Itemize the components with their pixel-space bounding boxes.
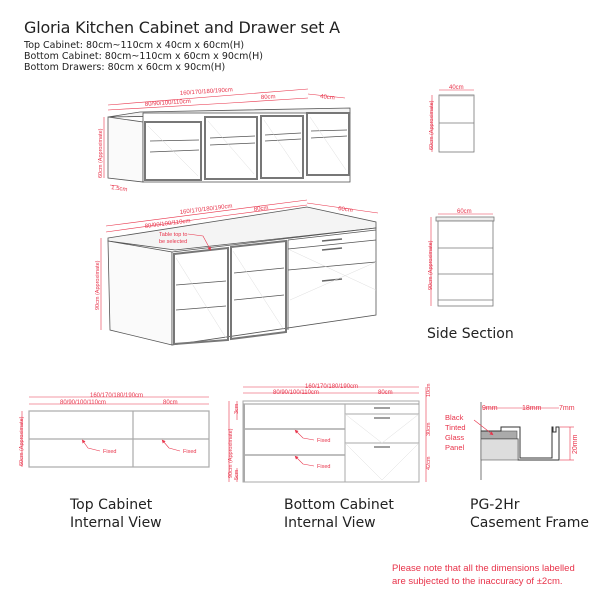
top-side-dims (431, 89, 474, 152)
top-internal-caption-1: Top Cabinet (70, 497, 153, 513)
top-3d-height: 60cm (Approximate) (98, 128, 104, 178)
fixed-arrow-icon (294, 429, 315, 441)
bottom-internal-left-width: 80/90/100/110cm (273, 390, 319, 396)
top-3d-left-width: 80/90/100/110cm (145, 99, 191, 108)
bottom-internal-caption-2: Internal View (284, 515, 376, 531)
spec-top-cabinet: Top Cabinet: 80cm~110cm x 40cm x 60cm(H) (24, 40, 245, 51)
top-cabinet-3d-dims (103, 88, 346, 187)
bottom-cabinet-3d (107, 206, 377, 346)
fixed-arrow-icon (81, 439, 101, 452)
bottom-internal-right-width: 80cm (378, 390, 393, 396)
casement-frame-profile (480, 402, 560, 480)
frame-dim-20mm: 20mm (572, 434, 579, 454)
bottom-internal-fixed-label-2: Fixed (317, 464, 330, 470)
top-3d-right-width: 80cm (261, 94, 276, 101)
drawer-dim-1: 10cm (426, 383, 432, 397)
top-internal-left-width: 80/90/100/110cm (60, 400, 106, 406)
drawer-dim-2: 30cm (426, 422, 432, 436)
bottom-3d-right-width: 80cm (254, 205, 269, 213)
top-internal-overall-width: 160/170/180/190cm (90, 393, 143, 399)
top-internal-caption-2: Internal View (70, 515, 162, 531)
top-side-depth: 40cm (449, 85, 464, 91)
top-3d-depth: 40cm (320, 94, 335, 102)
bottom-internal-view (242, 400, 420, 483)
top-cabinet-3d (107, 107, 351, 183)
spec-bottom-cabinet: Bottom Cabinet: 80cm~110cm x 60cm x 90cm… (24, 51, 263, 62)
top-side-section (438, 94, 475, 153)
bottom-internal-caption-1: Bottom Cabinet (284, 497, 394, 513)
note-line-1: Please note that all the dimensions labe… (392, 563, 575, 574)
frame-caption-1: PG-2Hr (470, 497, 520, 513)
bottom-internal-dims (228, 386, 427, 482)
annotation-arrow-icon (187, 233, 211, 251)
note-line-2: are subjected to the inaccuracy of ±2cm. (392, 576, 563, 587)
bottom-internal-overall-width: 160/170/180/190cm (305, 384, 358, 390)
frame-dim-7mm: 7mm (559, 405, 575, 412)
top-internal-right-width: 80cm (163, 400, 178, 406)
bottom-side-section (435, 216, 495, 307)
spec-bottom-drawers: Bottom Drawers: 80cm x 60cm x 90cm(H) (24, 62, 226, 73)
tabletop-annotation-line1: Table top to (159, 232, 187, 238)
glass-label-2: Tinted (445, 423, 466, 432)
bottom-internal-fixed-label-1: Fixed (317, 438, 330, 444)
top-internal-view (28, 410, 210, 468)
bottom-side-dims (430, 213, 493, 306)
bottom-internal-bottom-offset: 5cm (234, 469, 240, 480)
top-internal-fixed-label-2: Fixed (183, 449, 196, 455)
top-internal-dims (21, 396, 209, 467)
bottom-3d-left-width: 80/90/100/110cm (145, 218, 191, 230)
page-title: Gloria Kitchen Cabinet and Drawer set A (24, 18, 340, 37)
dimension-note: Please note that all the dimensions labe… (392, 562, 575, 588)
tabletop-annotation-line2: be selected (159, 239, 187, 245)
top-internal-height: 60cm (Approximate) (19, 416, 25, 466)
drawer-dim-3: 42cm (426, 456, 432, 470)
top-side-height: 60cm (Approximate) (429, 100, 435, 150)
bottom-3d-depth: 60cm (338, 206, 353, 214)
fixed-arrow-icon (161, 439, 181, 452)
side-section-caption: Side Section (427, 326, 514, 342)
bottom-3d-overall-width: 160/170/180/190cm (180, 204, 233, 216)
frame-dim-18mm: 18mm (522, 405, 542, 412)
top-3d-overall-width: 160/170/180/190cm (180, 87, 233, 97)
glass-label-3: Glass (445, 433, 464, 442)
top-internal-fixed-label-1: Fixed (103, 449, 116, 455)
frame-caption-2: Casement Frame (470, 515, 589, 531)
fixed-arrow-icon (294, 455, 315, 467)
frame-dim-9mm: 9mm (482, 405, 498, 412)
glass-label-1: Black (445, 413, 464, 422)
top-3d-base: 1.5cm (111, 185, 128, 193)
bottom-internal-top-offset: 3cm (234, 403, 240, 414)
bottom-side-depth: 60cm (457, 209, 472, 215)
bottom-internal-height: 90cm (Approximate) (228, 428, 234, 478)
glass-label-4: Panel (445, 443, 465, 452)
frame-dims (473, 407, 574, 461)
bottom-3d-height: 90cm (Approximate) (95, 260, 101, 310)
bottom-side-height: 90cm (Approximate) (428, 240, 434, 290)
bottom-cabinet-3d-dims (100, 199, 379, 330)
